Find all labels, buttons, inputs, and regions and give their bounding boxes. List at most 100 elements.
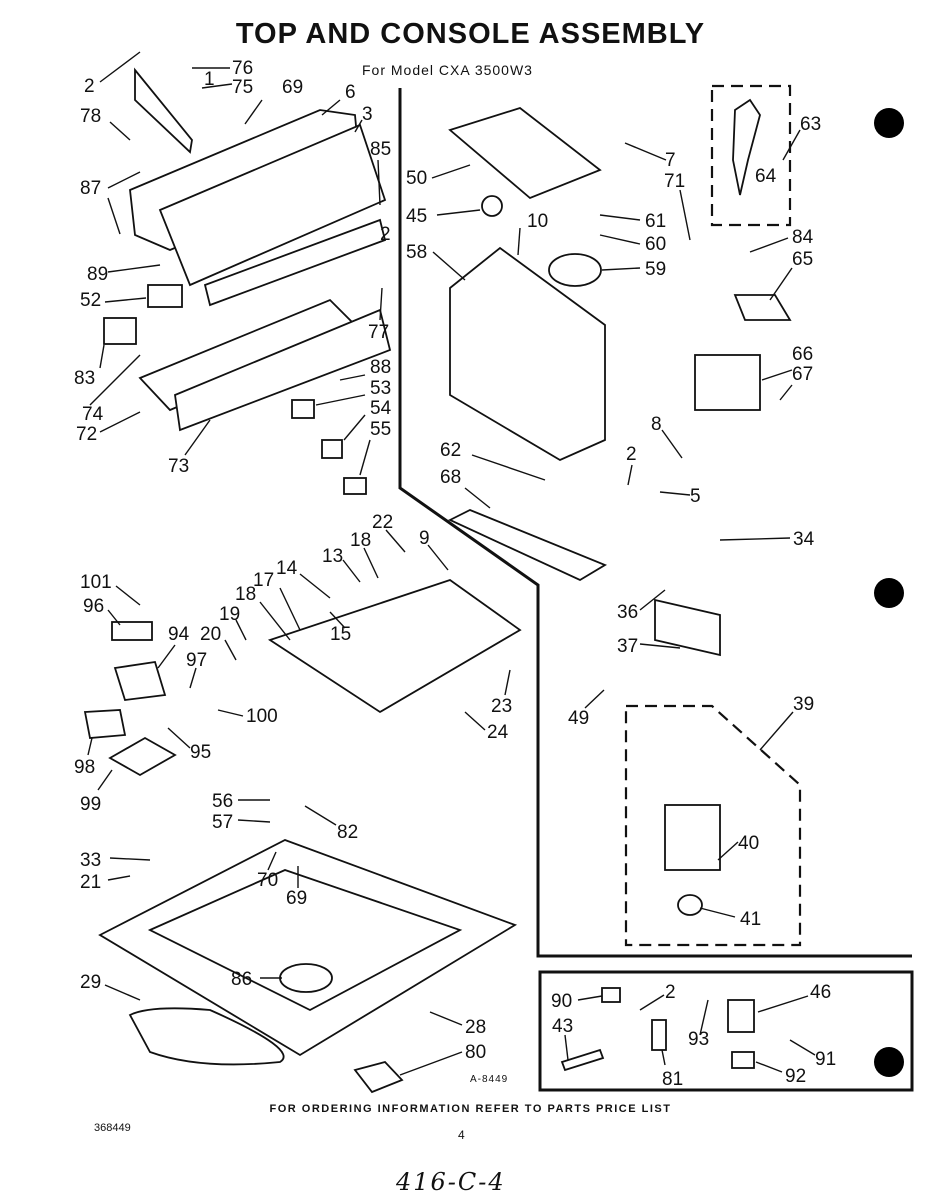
callout-17: 17 — [253, 570, 274, 591]
console-bracket-part — [134, 67, 193, 154]
callout-68: 68 — [440, 467, 461, 488]
gasket-29-part — [128, 1007, 285, 1066]
model-subtitle: For Model CXA 3500W3 — [362, 62, 533, 78]
callout-64: 64 — [755, 166, 777, 187]
callout-labels: 76 2 1 75 69 6 3 78 85 87 2 89 52 77 83 … — [74, 58, 836, 1090]
seal-68-part — [447, 509, 608, 582]
callout-70: 70 — [257, 870, 278, 891]
switch-54-part — [321, 439, 343, 459]
callout-101: 101 — [80, 572, 112, 593]
callout-66: 66 — [792, 344, 813, 365]
callout-46: 46 — [810, 982, 831, 1003]
callout-61: 61 — [645, 211, 666, 232]
callout-96: 96 — [83, 596, 104, 617]
callout-18-b: 18 — [235, 584, 256, 605]
base-pan-inner-part — [147, 869, 463, 1012]
callout-33: 33 — [80, 850, 101, 871]
callout-41: 41 — [740, 909, 761, 930]
lock-group-box — [710, 84, 792, 227]
callout-57: 57 — [212, 812, 233, 833]
magnetron-group-box — [624, 704, 802, 947]
callout-90: 90 — [551, 991, 572, 1012]
handwritten-note: 416-C-4 — [396, 1168, 506, 1196]
callout-92: 92 — [785, 1066, 806, 1087]
callout-69-a: 69 — [282, 77, 303, 98]
lead-43-part — [560, 1048, 605, 1072]
callout-21: 21 — [80, 872, 101, 893]
callout-60: 60 — [645, 234, 666, 255]
callout-43: 43 — [552, 1016, 573, 1037]
callout-62: 62 — [440, 440, 461, 461]
callout-39: 39 — [793, 694, 814, 715]
relay-46-part — [727, 999, 755, 1033]
callout-72: 72 — [76, 424, 97, 445]
callout-1: 1 — [204, 69, 215, 90]
bracket-37-part — [654, 598, 721, 657]
cavity-58-part — [449, 246, 606, 462]
shelf-50-part — [448, 107, 602, 200]
leader-lines — [87, 51, 816, 1076]
callout-81: 81 — [662, 1069, 683, 1090]
plate-99-part — [108, 736, 177, 777]
stirrer-86-part — [279, 963, 333, 993]
callout-40: 40 — [738, 833, 759, 854]
punch-hole-middle — [874, 578, 904, 608]
callout-71: 71 — [664, 171, 685, 192]
callout-97: 97 — [186, 650, 207, 671]
callout-65: 65 — [792, 249, 813, 270]
punch-hole-top — [874, 108, 904, 138]
page-number: 4 — [458, 1128, 465, 1142]
callout-83: 83 — [74, 368, 95, 389]
callout-91: 91 — [815, 1049, 836, 1070]
key-64-part — [732, 98, 761, 196]
callout-2-c: 2 — [626, 444, 637, 465]
callout-53: 53 — [370, 378, 391, 399]
callout-58: 58 — [406, 242, 427, 263]
callout-94: 94 — [168, 624, 190, 645]
callout-34: 34 — [793, 529, 815, 550]
callout-98: 98 — [74, 757, 95, 778]
lamp-41-part — [677, 894, 703, 916]
callout-95: 95 — [190, 742, 211, 763]
punch-hole-bottom — [874, 1047, 904, 1077]
callout-82: 82 — [337, 822, 358, 843]
switch-83-part — [103, 317, 137, 345]
callout-54: 54 — [370, 398, 392, 419]
callout-99: 99 — [80, 794, 101, 815]
callout-87: 87 — [80, 178, 101, 199]
callout-10: 10 — [527, 211, 548, 232]
console-window-part — [158, 123, 387, 287]
callout-2-d: 2 — [665, 982, 676, 1003]
callout-93: 93 — [688, 1029, 709, 1050]
light-59-part — [548, 253, 602, 287]
callout-24: 24 — [487, 722, 509, 743]
callout-52: 52 — [80, 290, 101, 311]
callout-2-a: 2 — [84, 76, 95, 97]
callout-88: 88 — [370, 357, 391, 378]
callout-67: 67 — [792, 364, 813, 385]
mount-94-part — [113, 660, 167, 701]
callout-14: 14 — [276, 558, 298, 579]
callout-36: 36 — [617, 602, 638, 623]
callout-85: 85 — [370, 139, 391, 160]
hardware-inset-frame — [538, 970, 914, 1092]
document-number: 368449 — [94, 1122, 131, 1134]
switch-53-part — [291, 399, 315, 419]
callout-89: 89 — [87, 264, 108, 285]
callout-76: 76 — [232, 58, 253, 79]
block-90-part — [601, 987, 621, 1003]
callout-28: 28 — [465, 1017, 486, 1038]
switch-52-part — [147, 284, 183, 308]
cover-plate-part — [267, 579, 522, 714]
callout-18-a: 18 — [350, 530, 371, 551]
panel-overlay-part — [174, 308, 392, 432]
callout-59: 59 — [645, 259, 666, 280]
foot-80-part — [353, 1060, 404, 1094]
clip-81-part — [651, 1019, 667, 1051]
callout-50: 50 — [406, 168, 427, 189]
callout-100: 100 — [246, 706, 278, 727]
clip-98-part — [83, 709, 127, 739]
callout-69-b: 69 — [286, 888, 307, 909]
callout-13: 13 — [322, 546, 343, 567]
